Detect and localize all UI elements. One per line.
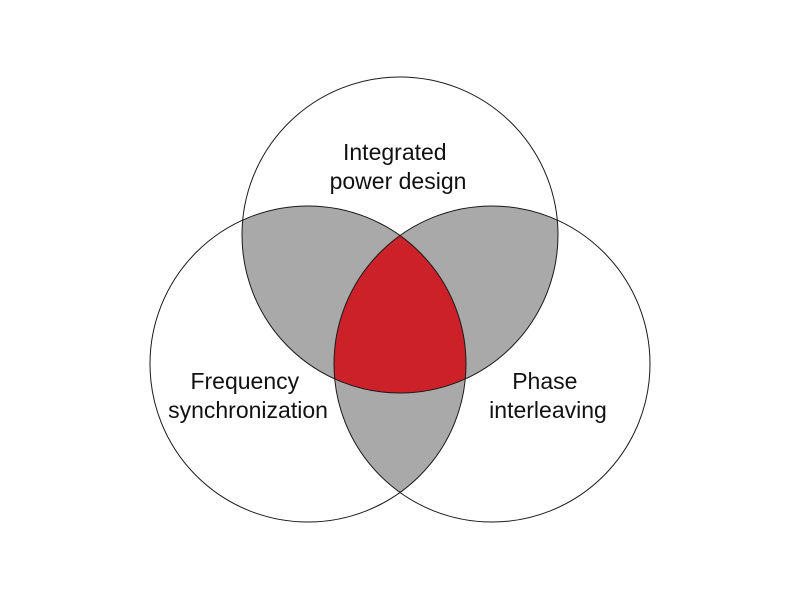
circle-right bbox=[333, 205, 651, 523]
circle-top bbox=[241, 76, 559, 394]
label-right-line-2: interleaving bbox=[489, 397, 607, 423]
label-top: Integrated power design bbox=[330, 139, 467, 194]
label-right: Phase interleaving bbox=[489, 368, 607, 423]
label-right-line-1: Phase bbox=[512, 368, 577, 394]
circle-left bbox=[149, 205, 467, 523]
label-left-line-2: synchronization bbox=[168, 397, 328, 423]
overlap-center bbox=[334, 206, 466, 393]
label-top-line-1: Integrated bbox=[343, 139, 447, 165]
label-top-line-2: power design bbox=[330, 168, 467, 194]
label-left: Frequency synchronization bbox=[168, 368, 328, 423]
label-left-line-1: Frequency bbox=[190, 368, 299, 394]
